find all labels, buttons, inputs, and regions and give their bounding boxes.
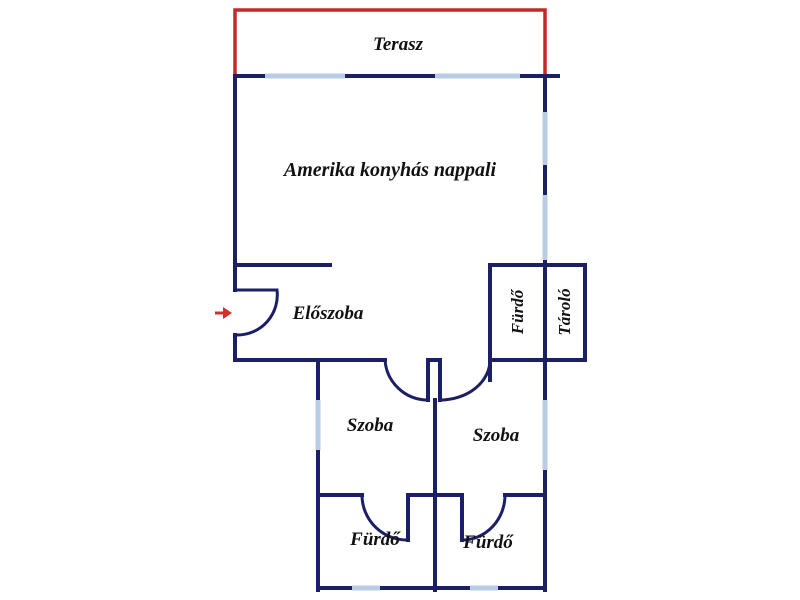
- terrace-outline: [233, 8, 547, 76]
- living-room-walls: [233, 73, 560, 267]
- label-bath-right: Fürdő: [508, 288, 527, 335]
- door-arc-bedroom-right: [439, 359, 492, 402]
- entrance-arrow-icon: [215, 307, 232, 319]
- hall-walls: [233, 263, 387, 362]
- label-living: Amerika konyhás nappali: [282, 159, 497, 181]
- door-arc-bath-right: [461, 494, 507, 542]
- label-terrace: Terasz: [373, 34, 424, 55]
- terrace: [233, 8, 547, 76]
- right-annex-walls: [488, 263, 587, 362]
- label-storage: Tároló: [555, 288, 574, 335]
- bedroom-walls: [315, 358, 548, 592]
- door-arc-bath-left: [360, 494, 408, 542]
- label-room-left: Szoba: [347, 415, 394, 436]
- label-bath-bottom-left: Fürdő: [349, 529, 401, 550]
- label-hall: Előszoba: [292, 303, 364, 324]
- label-room-right: Szoba: [473, 425, 520, 446]
- bottom-bath-walls: [316, 493, 547, 591]
- door-arc-bedroom-left: [383, 359, 429, 402]
- label-bath-bottom-right: Fürdő: [462, 532, 514, 553]
- entrance-door-arc: [236, 288, 279, 337]
